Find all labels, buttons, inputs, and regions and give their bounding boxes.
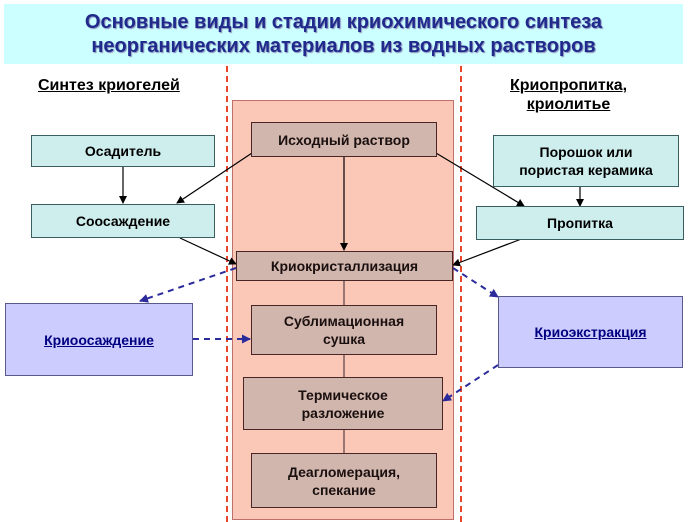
diagram-title: Основные виды и стадии криохимического с… xyxy=(4,4,683,64)
node-deagglomeration-line-2: спекание xyxy=(312,481,376,498)
node-thermal-decomposition: Термическое разложение xyxy=(243,377,443,430)
node-impregnation: Пропитка xyxy=(476,206,684,240)
node-cryoprecipitation: Криоосаждение xyxy=(5,303,193,376)
arrow-cryoextraction-to-thermal xyxy=(442,364,499,402)
node-coprecipitation: Соосаждение xyxy=(31,204,215,238)
arrow-cryocrystallization-to-cryoprecipitation xyxy=(139,267,237,303)
right-heading-line-1: Криопропитка, xyxy=(510,77,628,94)
left-divider xyxy=(226,66,228,522)
node-powder-line-1: Порошок или xyxy=(539,144,633,160)
node-precipitant: Осадитель xyxy=(31,135,215,167)
node-cryocrystallization: Криокристаллизация xyxy=(236,251,453,281)
arrow-coprecipitation-to-cryocrystallization xyxy=(179,237,237,265)
node-sublimation: Сублимационная сушка xyxy=(251,305,437,355)
node-cryoextraction: Криоэкстракция xyxy=(498,296,683,368)
node-deagglomeration-line-1: Деагломерация, xyxy=(287,463,401,480)
title-line-2: неорганических материалов из водных раст… xyxy=(91,35,596,57)
left-heading: Синтез криогелей xyxy=(38,77,180,94)
arrow-impregnation-to-cryocrystallization xyxy=(452,237,525,267)
node-powder: Порошок или пористая керамика xyxy=(493,135,679,187)
node-powder-line-2: пористая керамика xyxy=(519,162,653,178)
title-line-1: Основные виды и стадии криохимического с… xyxy=(84,11,603,33)
right-heading-line-2: криолитье xyxy=(526,96,611,113)
node-sublimation-line-1: Сублимационная xyxy=(283,313,405,329)
right-divider xyxy=(460,66,462,522)
arrow-solution-to-impregnation xyxy=(435,152,525,207)
node-deagglomeration: Деагломерация, спекание xyxy=(251,453,437,508)
node-initial-solution: Исходный раствор xyxy=(251,122,437,157)
arrow-solution-to-coprecipitation xyxy=(176,152,253,204)
node-sublimation-line-2: сушка xyxy=(322,331,366,347)
node-thermal-line-1: Термическое xyxy=(298,386,388,403)
right-heading: Криопропитка, криолитье xyxy=(510,76,627,114)
arrow-cryocrystallization-to-cryoextraction xyxy=(452,267,499,298)
node-thermal-line-2: разложение xyxy=(301,404,385,421)
